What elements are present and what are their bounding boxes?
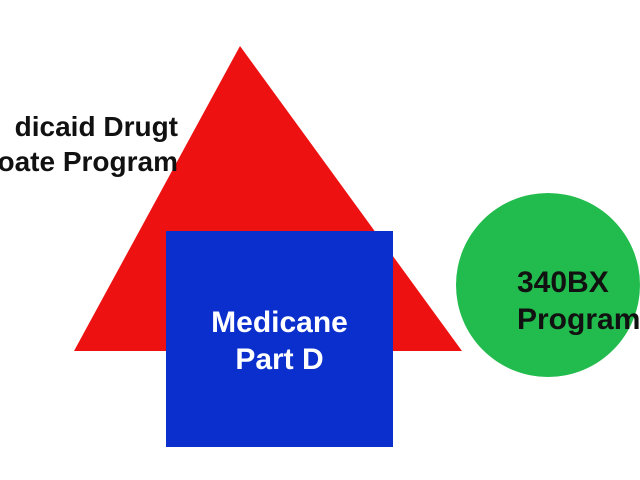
square-label-line-1: Medicane (211, 306, 348, 339)
square-label: Medicane Part D (166, 304, 393, 378)
circle-label: 340BX Program (517, 264, 640, 338)
circle-label-line-2: Program (517, 303, 640, 336)
triangle-label-line-1: dicaid Drugt (14, 111, 178, 142)
triangle-label-line-2: oate Program (0, 146, 178, 177)
triangle-label: dicaid Drugt oate Program (0, 109, 178, 179)
square-label-line-2: Part D (235, 343, 324, 376)
circle-label-line-1: 340BX (517, 266, 609, 299)
blue-square (166, 231, 393, 447)
green-circle (456, 193, 640, 377)
